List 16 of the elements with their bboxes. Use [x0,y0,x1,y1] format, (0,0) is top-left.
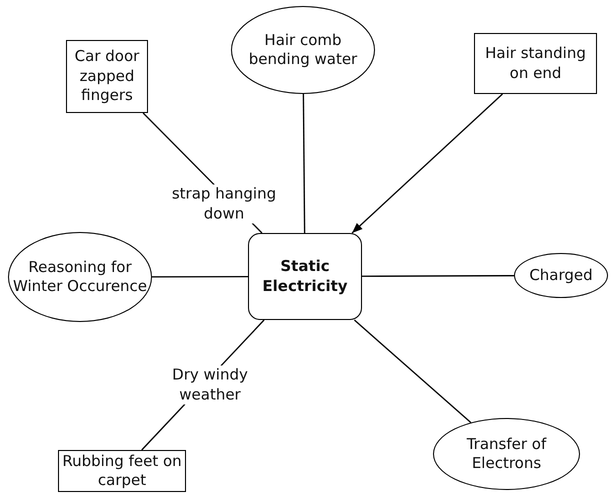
connector-line [302,94,306,233]
node-text: Rubbing feet on carpet [61,452,183,490]
node-text: Hair standing on end [484,44,587,83]
node-text: Transfer of Electrons [466,434,548,474]
concept-box [248,233,362,320]
concept-box [474,33,597,94]
node-text: Car door zapped fingers [74,47,140,106]
node-text: Charged [529,266,593,286]
arrow [352,94,503,234]
node-text: Static Electricity [261,257,349,296]
connector-line [152,276,248,278]
concept-box [66,40,148,113]
node-text: Hair comb bending water [248,30,358,70]
connector-line [362,275,514,277]
connector-line [354,320,472,424]
node-text: Reasoning for Winter Occurence [12,258,148,296]
